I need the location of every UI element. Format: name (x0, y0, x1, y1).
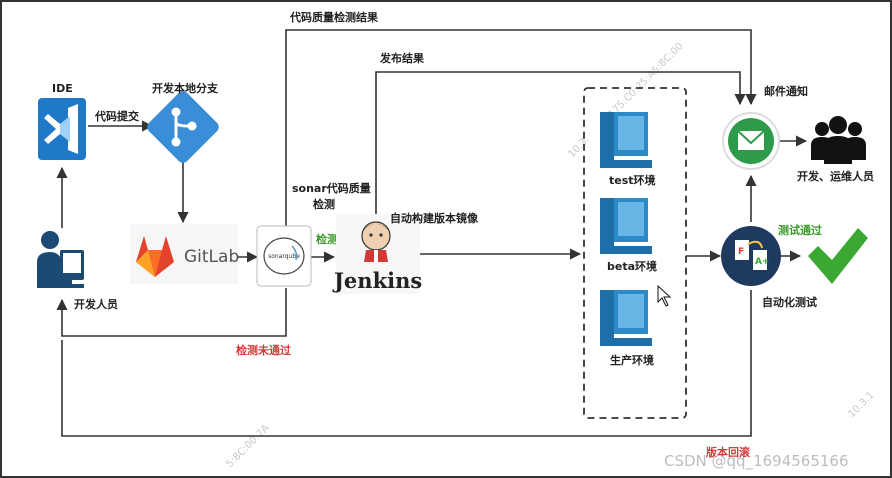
publish-result-label: 发布结果 (379, 51, 424, 65)
environments-container (583, 87, 687, 419)
arrow-quality-result-to-mail (285, 29, 757, 228)
ide-label: IDE (52, 82, 73, 95)
quality-result-label: 代码质量检测结果 (289, 10, 378, 24)
gitlab-wordmark: GitLab (184, 247, 239, 267)
svg-text:A+: A+ (755, 257, 770, 267)
env-test-label: test环境 (609, 173, 656, 187)
green-check-icon (808, 228, 868, 284)
commit-label: 代码提交 (94, 109, 139, 123)
auto-test-icon: F A+ (721, 226, 781, 286)
env-prod-label: 生产环境 (610, 353, 654, 367)
server-monitor-icon (600, 290, 652, 346)
server-monitor-icon (600, 198, 652, 254)
people-group-icon (811, 116, 866, 164)
server-monitor-icon (600, 112, 652, 168)
developer-label: 开发人员 (74, 297, 118, 311)
csdn-watermark: CSDN @qq_1694565166 (664, 452, 849, 471)
connectors (56, 29, 808, 437)
rollback-label: 版本回滚 (706, 445, 751, 459)
sonar-check-label-line1: sonar代码质量 (292, 181, 371, 195)
mail-label: 邮件通知 (764, 84, 808, 98)
gitlab-logo-icon (130, 224, 238, 284)
sonarqube-logo-icon: sonarqube (256, 225, 312, 287)
cursor-icon (657, 284, 672, 307)
failed-label: 检测未通过 (236, 343, 291, 357)
svg-text:F: F (738, 247, 744, 257)
jenkins-butler-icon (336, 214, 420, 294)
devops-people-label: 开发、运维人员 (797, 169, 874, 183)
branch-label: 开发本地分支 (152, 81, 219, 95)
vscode-icon (38, 98, 86, 160)
sonar-check-label-line2: 检测 (313, 197, 335, 211)
build-image-label: 自动构建版本镜像 (390, 211, 479, 225)
git-branch-icon (147, 91, 219, 163)
arrow-rollback-to-developer (61, 290, 752, 437)
env-beta-label: beta环境 (607, 259, 657, 273)
auto-test-label: 自动化测试 (762, 295, 817, 309)
sonar-wordmark: sonarqube (268, 253, 300, 260)
developer-person-icon (37, 231, 84, 288)
mail-icon (722, 112, 780, 170)
arrow-publish-result-to-mail (375, 71, 746, 218)
test-passed-label: 测试通过 (778, 223, 822, 237)
jenkins-wordmark: Jenkins (332, 268, 422, 293)
arrow-failed-to-developer (56, 288, 287, 337)
